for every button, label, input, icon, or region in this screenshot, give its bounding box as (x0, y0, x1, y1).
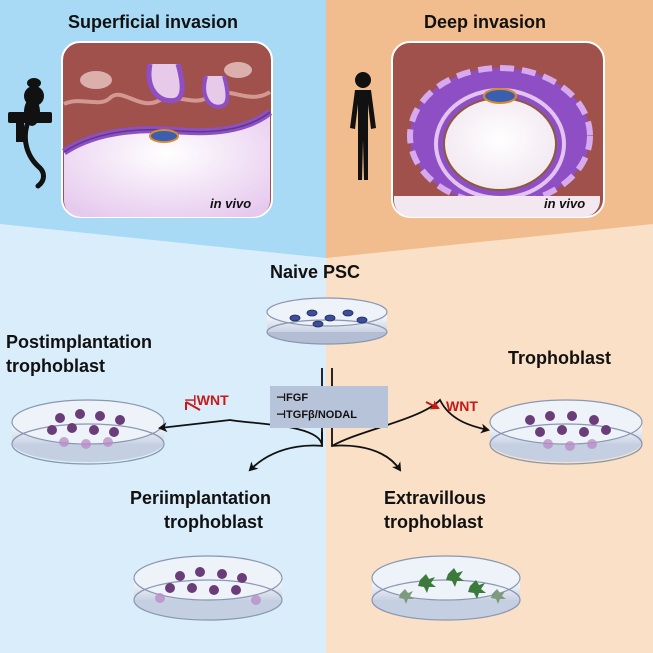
left-histology-panel (61, 41, 273, 218)
wnt-activate-arrow (425, 400, 440, 410)
tag-in-vivo-left: in vivo (210, 196, 252, 211)
label-periimplantation-line1: Periimplantation (130, 488, 272, 508)
petri-dish-extravillous (371, 555, 521, 621)
label-wnt-inhibit: ⊣WNT (184, 392, 229, 408)
label-wnt-activate: WNT (446, 398, 478, 414)
human-icon (350, 72, 376, 180)
right-histology-panel (391, 41, 605, 218)
petri-dish-naive (266, 297, 388, 345)
inhibitor-tgfb-nodal: ⊣TGFβ/NODAL (276, 409, 357, 421)
label-trophoblast: Trophoblast (508, 348, 611, 368)
petri-dish-periimplantation (133, 555, 283, 621)
pathway-arrows (158, 368, 490, 472)
wnt-inhibit-symbol (185, 401, 201, 411)
petri-dish-postimplantation (11, 399, 165, 465)
label-postimplantation-line2: trophoblast (6, 356, 105, 376)
label-periimplantation-line2: trophoblast (164, 512, 263, 532)
label-extravillous-line1: Extravillous (384, 488, 487, 508)
inhibitor-box: ⊣FGF ⊣TGFβ/NODAL (270, 386, 388, 428)
title-deep-invasion: Deep invasion (424, 12, 547, 32)
inhibitor-fgf: ⊣FGF (276, 392, 309, 404)
tag-in-vivo-right: in vivo (544, 196, 586, 211)
label-extravillous-line2: trophoblast (384, 512, 483, 532)
label-naive-psc: Naive PSC (270, 262, 361, 282)
marmoset-icon (8, 78, 52, 189)
petri-dish-trophoblast (489, 399, 643, 465)
title-superficial-invasion: Superficial invasion (68, 12, 239, 32)
label-postimplantation-line1: Postimplantation (6, 332, 153, 352)
